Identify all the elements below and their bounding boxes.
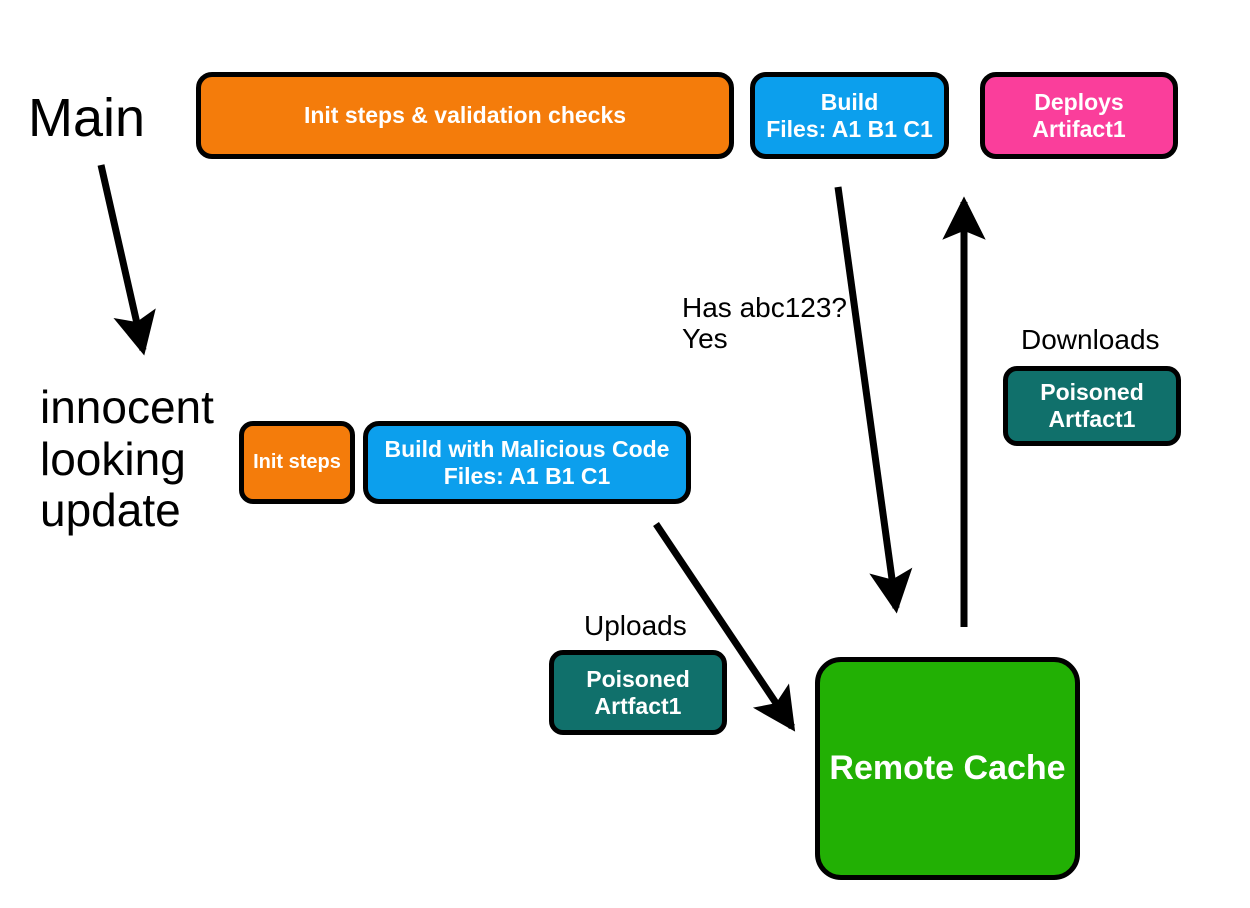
cache-query-label: Has abc123? Yes bbox=[682, 292, 848, 355]
main-to-update-arrow bbox=[97, 164, 156, 356]
node-init-steps-validation[interactable]: Init steps & validation checks bbox=[196, 72, 734, 159]
node-deploys-artifact[interactable]: Deploys Artifact1 bbox=[980, 72, 1178, 159]
main-branch-label: Main bbox=[28, 88, 146, 148]
downloads-label: Downloads bbox=[1021, 324, 1160, 355]
uploads-label: Uploads bbox=[584, 610, 687, 641]
node-poisoned-artifact-upload[interactable]: Poisoned Artfact1 bbox=[549, 650, 727, 735]
node-remote-cache[interactable]: Remote Cache bbox=[815, 657, 1080, 880]
node-poisoned-artifact-download[interactable]: Poisoned Artfact1 bbox=[1003, 366, 1181, 446]
feature-branch-label: innocent looking update bbox=[40, 381, 214, 537]
node-build-main[interactable]: Build Files: A1 B1 C1 bbox=[750, 72, 949, 159]
build-to-cache-query-arrow bbox=[834, 186, 913, 614]
node-init-steps-evil[interactable]: Init steps bbox=[239, 421, 355, 504]
node-build-malicious[interactable]: Build with Malicious Code Files: A1 B1 C… bbox=[363, 421, 691, 504]
